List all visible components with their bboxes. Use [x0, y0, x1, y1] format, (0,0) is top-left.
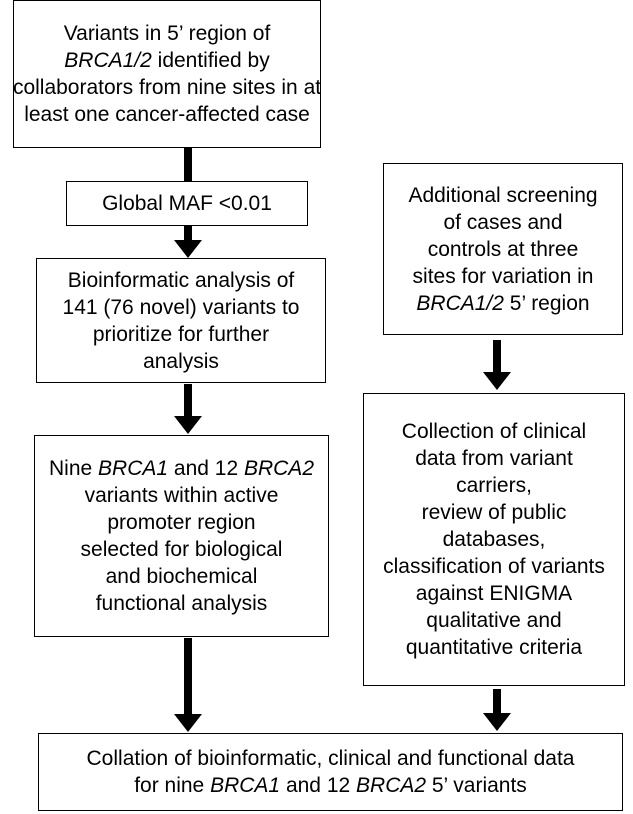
text-segment: promoter region — [107, 511, 256, 534]
text-segment: data from variant — [415, 447, 573, 470]
text-line: collaborators from nine sites in at — [13, 74, 321, 101]
text-segment: Nine — [49, 457, 99, 480]
additional-screening-box: Additional screening of cases and controls… — [383, 163, 623, 335]
text-line: for nine BRCA1 and 12 BRCA2 5’ variants — [134, 772, 527, 799]
text-line: Collection of clinical — [402, 418, 586, 445]
text-line: least one cancer-affected case — [24, 101, 310, 128]
gene-name: BRCA1/2 — [416, 291, 504, 315]
text-line: databases, — [443, 526, 546, 553]
text-segment: collaborators from nine sites in at — [12, 76, 322, 99]
text-segment: 5’ region — [503, 291, 590, 315]
text-segment: of cases and — [443, 210, 563, 234]
collation-box: Collation of bioinformatic, clinical and… — [38, 733, 623, 811]
text-segment: selected for biological — [80, 538, 283, 561]
text-segment: Additional screening — [408, 183, 598, 207]
arrow-variants-to-maf — [174, 148, 202, 181]
text-segment: and 12 — [168, 457, 244, 480]
arrow-clinical-to-collation — [483, 689, 511, 731]
text-segment: qualitative and — [426, 609, 562, 632]
text-line: controls at three — [428, 236, 579, 263]
text-line: 141 (76 novel) variants to — [63, 294, 300, 321]
text-line: and biochemical — [106, 563, 258, 590]
text-segment: and 12 — [280, 774, 357, 797]
arrow-bioinformatic-to-selected — [174, 384, 202, 434]
text-segment: prioritize for further — [92, 322, 270, 346]
text-line: of cases and — [443, 209, 562, 236]
text-line: review of public — [422, 499, 567, 526]
bioinformatic-analysis-box: Bioinformatic analysis of 141 (76 novel) … — [36, 258, 326, 383]
text-line: Bioinformatic analysis of — [68, 267, 294, 294]
text-segment: carriers, — [456, 474, 532, 497]
text-segment: and biochemical — [105, 565, 258, 588]
text-line: data from variant — [415, 445, 573, 472]
text-line: qualitative and — [426, 607, 561, 634]
text-line: carriers, — [456, 472, 532, 499]
text-segment: for nine — [134, 774, 211, 797]
arrow-selected-to-collation — [174, 638, 202, 732]
clinical-data-box: Collection of clinical data from variant c… — [363, 393, 625, 686]
text-line: classification of variants — [383, 553, 605, 580]
text-line: functional analysis — [96, 590, 268, 617]
text-segment: Bioinformatic analysis of — [67, 268, 295, 292]
text-segment: Collection of clinical — [401, 420, 587, 443]
text-segment: controls at three — [427, 237, 579, 261]
text-line: Global MAF <0.01 — [102, 190, 272, 217]
gene-name: BRCA2 — [356, 774, 427, 797]
text-line: sites for variation in — [413, 263, 594, 290]
text-segment: functional analysis — [95, 592, 268, 615]
gene-name: BRCA2 — [243, 457, 314, 480]
text-line: BRCA1/2 5’ region — [416, 290, 589, 317]
text-line: quantitative criteria — [406, 634, 582, 661]
text-line: Variants in 5’ region of — [64, 20, 271, 47]
global-maf-box: Global MAF <0.01 — [66, 181, 308, 226]
text-line: selected for biological — [81, 536, 283, 563]
text-line: variants within active — [85, 482, 279, 509]
text-segment: databases, — [442, 528, 546, 551]
text-segment: quantitative criteria — [405, 636, 583, 659]
arrow-maf-to-bioinformatic — [174, 226, 202, 258]
text-segment: review of public — [421, 501, 567, 524]
text-line: Additional screening — [408, 182, 597, 209]
text-segment: Global MAF <0.01 — [102, 192, 272, 215]
text-segment: identified by — [151, 49, 270, 72]
text-segment: 141 (76 novel) variants to — [62, 295, 300, 319]
text-line: analysis — [143, 348, 219, 375]
text-line: against ENIGMA — [416, 580, 572, 607]
text-line: prioritize for further — [93, 321, 269, 348]
text-line: promoter region — [107, 509, 255, 536]
text-line: Collation of bioinformatic, clinical and… — [87, 745, 575, 772]
gene-name: BRCA1/2 — [64, 49, 152, 72]
text-segment: analysis — [143, 349, 219, 373]
text-segment: against ENIGMA — [415, 582, 573, 605]
text-line: Nine BRCA1 and 12 BRCA2 — [49, 455, 314, 482]
text-segment: Variants in 5’ region of — [63, 22, 271, 45]
text-segment: variants within active — [84, 484, 279, 507]
gene-name: BRCA1 — [210, 774, 281, 797]
text-segment: least one cancer-affected case — [24, 103, 310, 126]
text-segment: 5’ variants — [426, 774, 527, 797]
text-line: BRCA1/2 identified by — [64, 47, 269, 74]
text-segment: classification of variants — [383, 555, 605, 578]
text-segment: sites for variation in — [412, 264, 594, 288]
arrow-screening-to-clinical — [483, 340, 511, 390]
text-segment: Collation of bioinformatic, clinical and… — [86, 747, 575, 770]
gene-name: BRCA1 — [98, 457, 169, 480]
